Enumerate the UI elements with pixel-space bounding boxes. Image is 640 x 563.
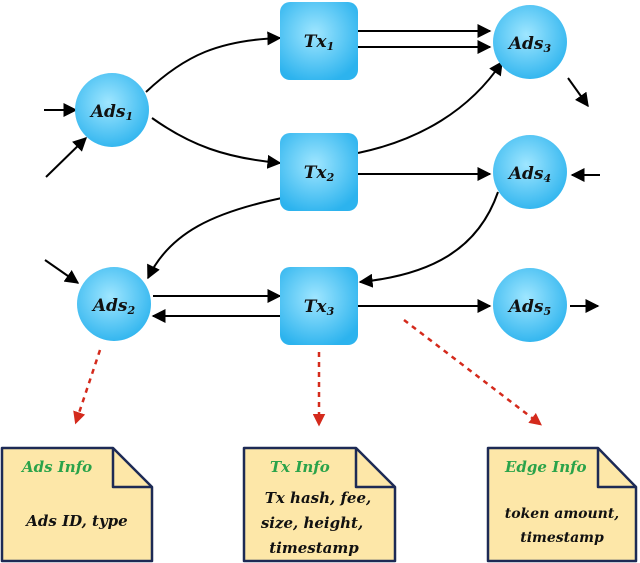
edge-ads3-out [567, 77, 589, 108]
svg-text:Tx1: Tx1 [304, 32, 334, 53]
edge-ads1-tx2 [151, 117, 282, 169]
dashed-arrow-ads2-info [73, 349, 102, 425]
doc-ads-info-page [0, 446, 154, 563]
node-tx3[interactable]: Tx3 [280, 267, 358, 345]
node-ads1-label: Ads [89, 102, 126, 122]
node-ads5-label: Ads [507, 297, 544, 317]
node-tx1-label: Tx [304, 32, 328, 52]
node-tx2-shape [280, 133, 358, 211]
node-tx2-label: Tx [304, 163, 328, 183]
node-ads1-subscript: 1 [126, 110, 134, 123]
node-tx2-subscript: 2 [326, 171, 335, 184]
svg-text:Ads1: Ads1 [89, 102, 133, 123]
nodes: Ads1 Ads2 Ads3 Ads4 Ads5 Tx1 Tx2 [75, 2, 567, 345]
node-tx1-subscript: 1 [327, 40, 335, 53]
node-ads2-label: Ads [91, 296, 128, 316]
node-ads4-shape [493, 135, 567, 209]
doc-tx-info-line-2: size, height, [261, 514, 363, 532]
doc-tx-info-line-1: Tx hash, fee, [265, 489, 372, 507]
doc-edge-info: Edge Info token amount, timestamp [486, 446, 638, 563]
node-tx3-subscript: 3 [327, 305, 335, 318]
doc-edge-info-line-1: token amount, [505, 506, 619, 522]
doc-edge-info-fold-icon [596, 448, 636, 489]
node-tx3-shape [280, 267, 358, 345]
doc-edge-info-line-2: timestamp [520, 530, 604, 546]
svg-text:Ads5: Ads5 [507, 297, 551, 318]
node-tx3-label: Tx [304, 297, 328, 317]
node-ads2-shape [77, 267, 151, 341]
edge-ads1-tx1 [145, 31, 282, 93]
node-ads1[interactable]: Ads1 [75, 73, 149, 147]
doc-tx-info: Tx Info Tx hash, fee, size, height, time… [242, 446, 397, 563]
doc-ads-info-line-1: Ads ID, type [24, 512, 127, 530]
svg-text:Ads2: Ads2 [91, 296, 136, 317]
doc-ads-info-title: Ads Info [20, 458, 92, 476]
svg-text:Ads3: Ads3 [507, 34, 552, 55]
edge-tx2-ads3 [357, 60, 503, 154]
node-ads2[interactable]: Ads2 [77, 267, 151, 341]
node-ads4[interactable]: Ads4 [493, 135, 567, 209]
svg-text:Tx3: Tx3 [304, 297, 335, 318]
node-ads1-shape [75, 73, 149, 147]
svg-text:Tx2: Tx2 [304, 163, 335, 184]
node-tx2[interactable]: Tx2 [280, 133, 358, 211]
node-ads3-label: Ads [507, 34, 544, 54]
doc-ads-info-fold-icon [111, 448, 152, 489]
svg-text:Ads4: Ads4 [507, 164, 551, 185]
node-tx1-shape [280, 2, 358, 80]
edges [44, 24, 600, 323]
node-ads4-label: Ads [507, 164, 544, 184]
node-ads5[interactable]: Ads5 [493, 268, 567, 342]
doc-ads-info: Ads Info Ads ID, type [0, 446, 154, 563]
node-ads3-subscript: 3 [544, 42, 552, 55]
edge-in-ads1-lower [45, 137, 88, 178]
node-ads3-shape [493, 5, 567, 79]
doc-tx-info-title: Tx Info [270, 458, 330, 476]
node-ads5-shape [493, 268, 567, 342]
node-ads3[interactable]: Ads3 [493, 5, 567, 79]
detail-arrows [73, 319, 542, 427]
doc-tx-info-line-3: timestamp [269, 539, 359, 557]
dashed-arrow-edge-info [403, 319, 542, 426]
info-documents: Ads Info Ads ID, type Tx Info Tx hash, f… [0, 446, 638, 563]
node-tx1[interactable]: Tx1 [280, 2, 358, 80]
edge-ads4-tx3 [358, 191, 499, 288]
node-ads5-subscript: 5 [544, 305, 552, 318]
node-ads4-subscript: 4 [544, 172, 552, 185]
edge-in-ads2 [44, 259, 80, 284]
doc-tx-info-fold-icon [354, 448, 395, 489]
doc-edge-info-title: Edge Info [504, 458, 587, 476]
node-ads2-subscript: 2 [127, 304, 136, 317]
edge-tx2-ads2 [147, 197, 283, 280]
